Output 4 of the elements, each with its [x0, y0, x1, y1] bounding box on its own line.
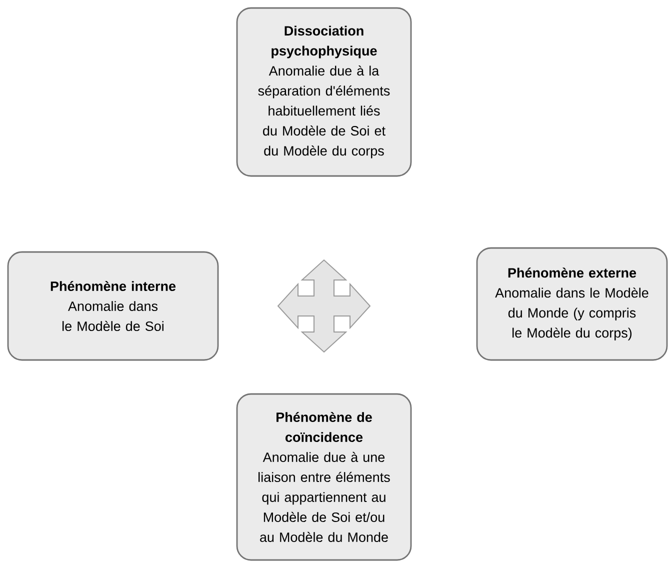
- category-box: Phénomène externe Anomalie dans le Modèle du Monde (y compris le Modèle du corps): [476, 247, 668, 361]
- category-box: Phénomène de coïncidence Anomalie due à une liaison entre éléments qui appartiennent au Modèle de Soi et/ou au Modèle du Monde: [236, 393, 412, 561]
- category-box: Dissociation psychophysique Anomalie due à la séparation d'éléments habituellement liés du Modèle de Soi et du Modèle du corps: [236, 7, 412, 177]
- category-box: Phénomène interne Anomalie dans le Modèle de Soi: [7, 251, 219, 361]
